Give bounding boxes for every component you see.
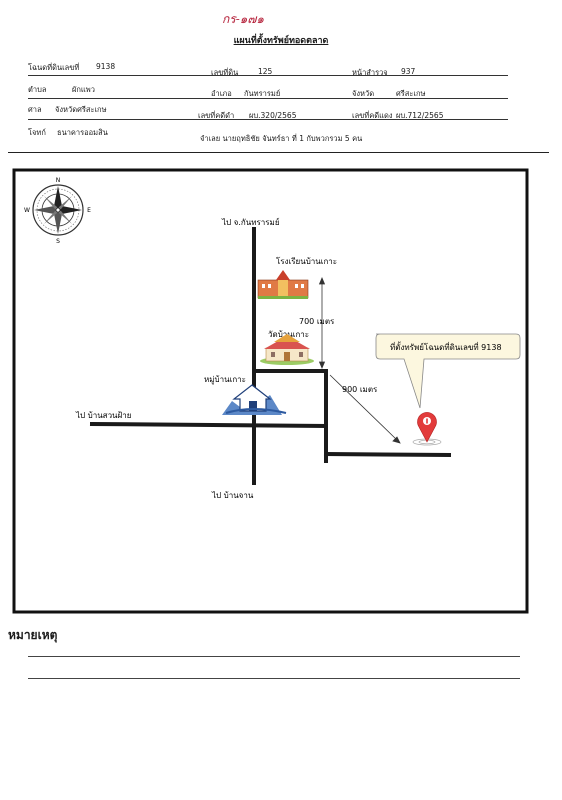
label-distance-900: 900 เมตร: [342, 385, 378, 394]
row3-underline: [28, 119, 508, 120]
survey-label: หน้าสำรวจ: [352, 68, 388, 77]
deed-label: โฉนดที่ดินเลขที่: [28, 63, 80, 72]
distance-arrow-900: [329, 374, 401, 444]
compass-n-label: N: [56, 177, 61, 184]
black-case-value: ผบ.320/2565: [249, 111, 297, 120]
label-village: หมู่บ้านเกาะ: [204, 375, 246, 385]
remarks-line-2: [28, 678, 520, 679]
compass-rose-icon: [32, 184, 84, 236]
distance-arrow-700: [318, 276, 326, 370]
compass-e-label: E: [87, 207, 91, 214]
subdistrict-value: ผักแพว: [72, 85, 95, 94]
roads: [89, 227, 452, 485]
land-no-value: 125: [258, 67, 273, 76]
label-to-suanfai: ไป บ้านสวนฝ้าย: [75, 411, 131, 420]
callout-text: ที่ตั้งทรัพย์โฉนดที่ดินเลขที่ 9138: [390, 341, 502, 352]
red-case-value: ผบ.712/2565: [396, 111, 444, 120]
court-label: ศาล: [28, 105, 42, 114]
compass-w-label: W: [24, 207, 30, 214]
row2-underline: [28, 98, 508, 99]
red-case-label: เลขที่คดีแดง: [352, 111, 393, 120]
court-value: จังหวัดศรีสะเกษ: [55, 105, 107, 114]
property-callout: [375, 333, 521, 409]
province-label: จังหวัด: [352, 89, 375, 98]
road-west: [89, 421, 329, 429]
location-pin-icon: [412, 412, 442, 446]
temple-icon: [260, 334, 314, 365]
document-title: แผนที่ตั้งทรัพย์ทอดตลาด: [233, 36, 329, 46]
road-east: [323, 451, 452, 458]
label-school: โรงเรียนบ้านเกาะ: [276, 256, 337, 266]
subdistrict-label: ตำบล: [28, 85, 47, 94]
plaintiff-label: โจทก์: [28, 128, 46, 137]
header-separator: [8, 152, 549, 153]
land-no-label: เลขที่ดิน: [211, 68, 239, 77]
school-icon: [257, 270, 309, 299]
deed-value: 9138: [96, 62, 116, 71]
plaintiff-value: ธนาคารออมสิน: [57, 128, 108, 137]
district-value: กันทรารมย์: [244, 89, 281, 98]
label-distance-700: 700 เมตร: [299, 317, 335, 326]
label-temple: วัดบ้านเกาะ: [268, 330, 309, 339]
remarks-line-1: [28, 656, 520, 657]
province-value: ศรีสะเกษ: [396, 89, 426, 98]
label-to-kanthararom: ไป จ.กันทรารมย์: [221, 217, 280, 227]
compass-s-label: S: [56, 238, 60, 245]
handwritten-note: กร-๑๗๑: [222, 12, 265, 26]
remarks-title: หมายเหตุ: [8, 628, 58, 642]
black-case-label: เลขที่คดีดำ: [198, 111, 235, 120]
defendant-text: จำเลย นายฤทธิชัย จันทร์ธา ที่ 1 กับพวกรว…: [200, 134, 363, 143]
label-to-khwan: ไป บ้านจาน: [211, 491, 254, 500]
village-house-icon: [222, 384, 287, 415]
map-frame: [12, 168, 529, 614]
district-label: อำเภอ: [211, 89, 232, 98]
survey-value: 937: [401, 67, 416, 76]
row1-underline: [28, 75, 508, 76]
